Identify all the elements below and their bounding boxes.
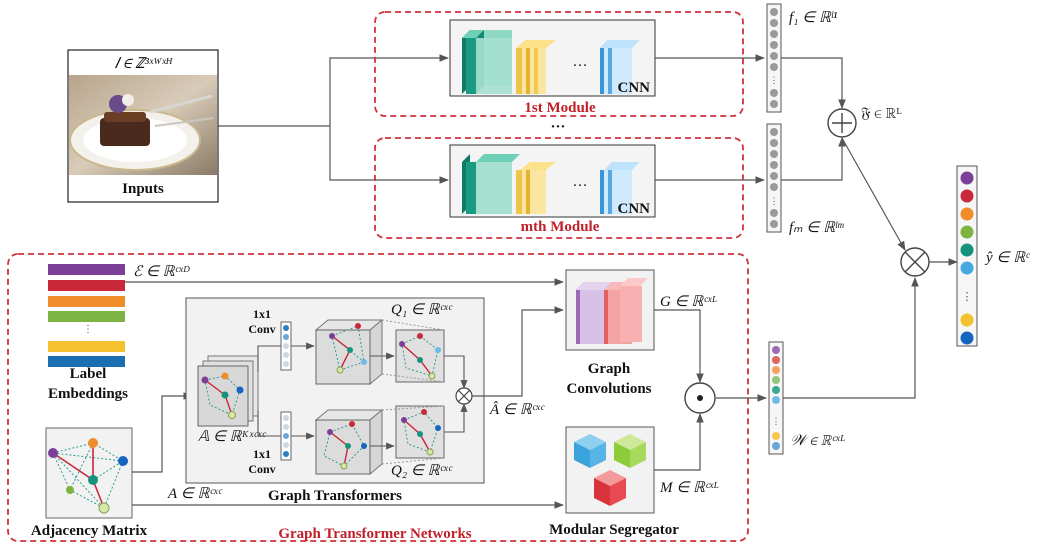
module-1-label: 1st Module bbox=[524, 100, 596, 116]
svg-text:⋮: ⋮ bbox=[772, 416, 781, 426]
embedding-bar bbox=[48, 356, 125, 367]
module-m: ··· CNN mth Module bbox=[374, 137, 744, 239]
cnn-label-1: CNN bbox=[618, 80, 651, 96]
inputs-block: 𝐼 ∈ ℤ³ˣᵂˣᴴ Inputs bbox=[67, 49, 219, 203]
gconv-caption-line1: Graph bbox=[588, 361, 631, 377]
embedding-bar bbox=[48, 296, 125, 307]
graph-transformers: 𝔸 ∈ ℝᴷˣᶜˣᶜ 1x1 Conv 1x1 Conv bbox=[185, 297, 485, 484]
w-dot bbox=[772, 442, 780, 450]
a-hat-formula: Â ∈ ℝᶜˣᶜ bbox=[489, 401, 545, 418]
gtn-title: Graph Transformer Networks bbox=[278, 526, 471, 542]
conv-top-line1: 1x1 bbox=[253, 307, 271, 321]
feature-m-formula: fₘ ∈ ℝˡᵐ bbox=[789, 220, 844, 236]
output-dot bbox=[960, 243, 974, 257]
conv-bottom-line2: Conv bbox=[248, 462, 275, 476]
svg-text:⋮: ⋮ bbox=[770, 196, 779, 206]
w-connector bbox=[783, 277, 919, 399]
module-1: ··· CNN 1st Module bbox=[374, 11, 744, 117]
embedding-bar bbox=[48, 341, 125, 352]
output-dot bbox=[960, 331, 974, 345]
output-dot bbox=[960, 261, 974, 275]
q2-cube bbox=[314, 408, 384, 476]
q2-result bbox=[395, 405, 445, 459]
w-dot bbox=[772, 386, 780, 394]
w-dots bbox=[772, 346, 780, 450]
cnn-dots-1: ··· bbox=[573, 58, 588, 74]
output-formula: ŷ ∈ ℝᶜ bbox=[984, 250, 1030, 266]
adjacency-matrix bbox=[45, 427, 133, 519]
module-ellipsis: ··· bbox=[550, 119, 565, 135]
cnn-layers-m: ··· bbox=[462, 154, 640, 214]
module-m-label: mth Module bbox=[521, 219, 600, 235]
feature-vector-1: ⋮ bbox=[766, 3, 782, 113]
label-embedding-bars bbox=[48, 264, 125, 367]
adjacency-caption: Adjacency Matrix bbox=[31, 523, 148, 539]
modular-segregator bbox=[565, 426, 655, 514]
q1-cube bbox=[314, 318, 384, 386]
embedding-bar bbox=[48, 311, 125, 322]
fusion-connectors bbox=[781, 57, 906, 251]
output-dot bbox=[960, 189, 974, 203]
embedding-bar bbox=[48, 264, 125, 275]
fused-formula: 𝔉 ∈ ℝᴸ bbox=[861, 106, 902, 122]
q2-formula: Q₂ ∈ ℝᶜˣᶜ bbox=[391, 463, 453, 479]
w-vector: ⋮ bbox=[768, 341, 784, 455]
cnn-layers-1: ··· bbox=[462, 30, 640, 94]
adjacency-connectors bbox=[132, 392, 564, 509]
svg-text:⋮: ⋮ bbox=[962, 291, 973, 303]
output-dot bbox=[960, 225, 974, 239]
cnn-label-m: CNN bbox=[618, 201, 651, 217]
conv-top-line2: Conv bbox=[248, 322, 275, 336]
input-photo bbox=[69, 75, 217, 175]
m-formula: M ∈ ℝᶜˣᴸ bbox=[659, 480, 719, 496]
matmul-operator bbox=[455, 387, 473, 405]
adjacency-formula: A ∈ ℝᶜˣᶜ bbox=[167, 486, 223, 502]
w-dot bbox=[772, 376, 780, 384]
feature-vector-m: ⋮ bbox=[766, 123, 782, 233]
conv-vector-bottom bbox=[280, 411, 292, 461]
output-dot bbox=[960, 313, 974, 327]
w-dot bbox=[772, 396, 780, 404]
output-dot bbox=[960, 171, 974, 185]
output-dot bbox=[960, 207, 974, 221]
gtn-container bbox=[7, 253, 749, 542]
w-dot bbox=[772, 432, 780, 440]
gconv-caption-line2: Convolutions bbox=[566, 381, 651, 397]
q1-result bbox=[395, 329, 445, 383]
gconv-seg-connectors bbox=[654, 309, 767, 471]
w-dot bbox=[772, 366, 780, 374]
conv-vector-top bbox=[280, 321, 292, 371]
w-formula: 𝒲 ∈ ℝᶜˣᴸ bbox=[790, 433, 846, 449]
graph-convolutions bbox=[565, 269, 655, 351]
sum-operator bbox=[827, 108, 857, 138]
a-hat-connector bbox=[472, 306, 564, 397]
output-vector: ⋮ bbox=[956, 165, 978, 347]
input-formula: 𝐼 ∈ ℤ³ˣᵂˣᴴ bbox=[115, 56, 173, 72]
input-connectors bbox=[218, 54, 449, 184]
w-dot bbox=[772, 346, 780, 354]
product-operator bbox=[900, 247, 930, 277]
output-dots bbox=[960, 171, 974, 345]
segregator-caption: Modular Segregator bbox=[549, 522, 679, 538]
module-connectors bbox=[655, 54, 765, 184]
embedding-formula: ℰ ∈ ℝᶜˣᴰ bbox=[133, 264, 190, 280]
w-dot bbox=[772, 356, 780, 364]
gconv-formula: G ∈ ℝᶜˣᴸ bbox=[660, 294, 717, 310]
transformers-caption: Graph Transformers bbox=[268, 488, 402, 504]
svg-text:⋮: ⋮ bbox=[770, 75, 779, 85]
q1-formula: Q₁ ∈ ℝᶜˣᶜ bbox=[391, 302, 453, 318]
label-embeddings-line1: Label bbox=[70, 366, 107, 382]
feature-1-formula: f₁ ∈ ℝˡ¹ bbox=[789, 10, 838, 26]
input-caption: Inputs bbox=[122, 181, 164, 197]
cnn-dots-m: ··· bbox=[573, 178, 588, 194]
label-embeddings-line2: Embeddings bbox=[48, 386, 128, 402]
hadamard-operator bbox=[684, 382, 716, 414]
conv-bottom-line1: 1x1 bbox=[253, 447, 271, 461]
stack-formula: 𝔸 ∈ ℝᴷˣᶜˣᶜ bbox=[198, 429, 266, 445]
embedding-bar bbox=[48, 280, 125, 291]
adjacency-stack bbox=[197, 355, 259, 427]
svg-text:⋮: ⋮ bbox=[83, 324, 93, 335]
